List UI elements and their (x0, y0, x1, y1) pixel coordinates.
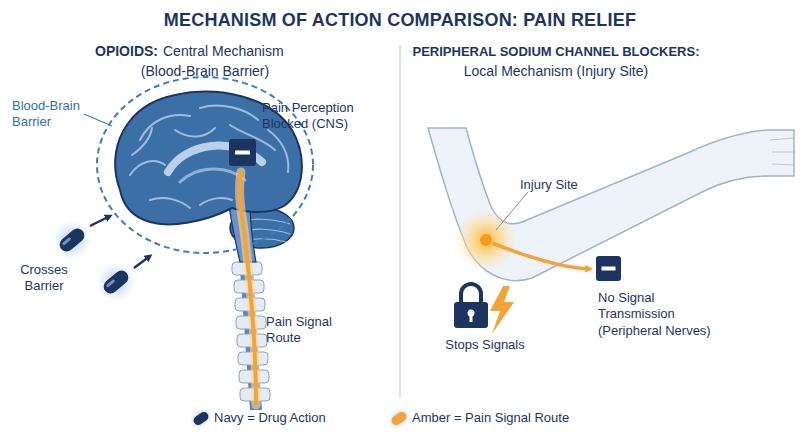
arm-illustration (428, 128, 794, 281)
panel-subheading: Local Mechanism (Injury Site) (386, 63, 726, 81)
brain-illustration (115, 92, 302, 410)
panel-heading: PERIPHERAL SODIUM CHANNEL BLOCKERS: (386, 44, 726, 60)
signal-glow (240, 172, 256, 405)
lightning-icon (490, 286, 514, 334)
callout-label: Pain Perception Blocked (CNS) (262, 100, 374, 133)
pill-icon (88, 254, 144, 310)
callout-label: Stops Signals (425, 337, 545, 353)
panel-heading: OPIOIDS: (95, 43, 158, 61)
padlock-icon (454, 284, 488, 328)
legend-swatch (192, 410, 210, 427)
pain-signal-arrow (240, 172, 256, 405)
injury-core (480, 234, 492, 246)
block-symbol (596, 256, 621, 281)
drug-arrow (90, 216, 110, 226)
injury-glow (454, 208, 518, 272)
diagram-title: MECHANISM OF ACTION COMPARISON: PAIN REL… (0, 10, 800, 31)
panel-heading: Central Mechanism (163, 43, 284, 61)
block-symbol (229, 139, 256, 166)
callout-label: Injury Site (520, 177, 578, 193)
pain-signal-arrow (492, 243, 590, 269)
panel-divider (399, 45, 401, 398)
leader-line (496, 192, 528, 230)
drug-arrow (134, 256, 150, 268)
callout-label: No Signal Transmission (Peripheral Nerve… (598, 290, 730, 339)
legend-swatch (390, 410, 408, 427)
legend-text: Amber = Pain Signal Route (412, 410, 569, 426)
legend-text: Navy = Drug Action (214, 410, 326, 426)
panel-subheading: (Blood-Brain Barrier) (105, 63, 305, 81)
callout-label: Pain Signal Route (266, 314, 348, 347)
pill-icon (44, 212, 100, 268)
leader-line (84, 114, 112, 126)
callout-label: Crosses Barrier (12, 262, 76, 295)
callout-label: Blood-Brain Barrier (12, 98, 92, 131)
